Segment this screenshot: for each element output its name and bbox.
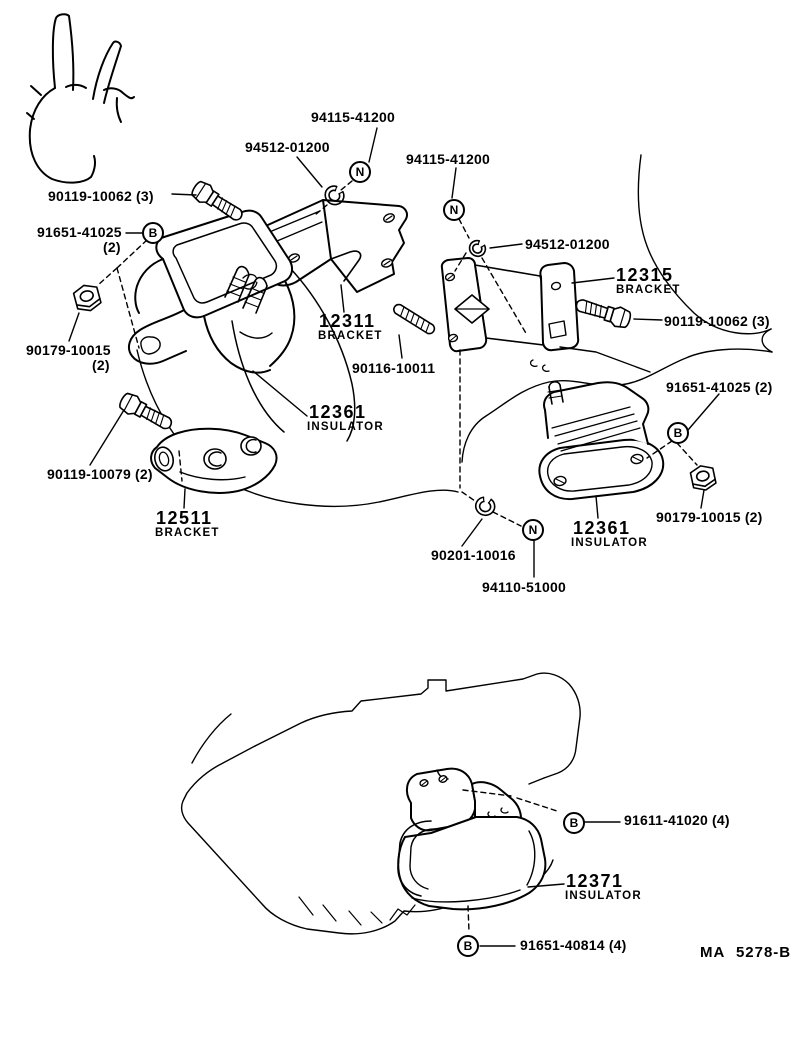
part-name-12361-left: INSULATOR bbox=[307, 421, 384, 433]
part-number-12311: 12311 bbox=[319, 311, 376, 331]
insulator-12361-right-drawing bbox=[539, 382, 663, 499]
part-label-90116-10011: 90116-10011 bbox=[352, 360, 436, 376]
nut-symbol-1: N bbox=[349, 161, 371, 183]
part-label-94512-01200-1: 94512-01200 bbox=[245, 139, 330, 155]
part-label-91651-40814: 91651-40814 (4) bbox=[520, 937, 627, 953]
part-label-94110-51000: 94110-51000 bbox=[482, 579, 566, 595]
bolt-symbol-2: B bbox=[667, 422, 689, 444]
part-label-94115-41200-2: 94115-41200 bbox=[406, 151, 490, 167]
part-label-91651-41025-2: 91651-41025 (2) bbox=[666, 379, 773, 395]
part-number-12361-right: 12361 bbox=[573, 518, 631, 538]
part-name-12371: INSULATOR bbox=[565, 890, 642, 902]
nut-symbol-2: N bbox=[443, 199, 465, 221]
bracket-12511-drawing bbox=[151, 429, 276, 493]
part-label-90119-10062-2: 90119-10062 (3) bbox=[664, 313, 770, 329]
nut-symbol-3: N bbox=[522, 519, 544, 541]
bracket-12315-drawing bbox=[442, 258, 650, 372]
leader-lines bbox=[69, 128, 719, 946]
insulator-12371-drawing bbox=[398, 769, 545, 910]
part-name-12361-right: INSULATOR bbox=[571, 537, 648, 549]
assembly-dashed-lines bbox=[98, 181, 697, 932]
bolt-symbol-3: B bbox=[563, 812, 585, 834]
part-number-12361-left: 12361 bbox=[309, 402, 367, 422]
part-label-90179-10015-2: 90179-10015 (2) bbox=[656, 509, 763, 525]
part-label-91611-41020: 91611-41020 (4) bbox=[624, 812, 730, 828]
part-name-12311: BRACKET bbox=[318, 330, 383, 342]
part-label-94512-01200-2: 94512-01200 bbox=[525, 236, 610, 252]
part-label-94115-41200-1: 94115-41200 bbox=[311, 109, 395, 125]
fan-icon bbox=[27, 14, 134, 182]
insulator-12361-left-drawing bbox=[129, 211, 355, 441]
bolt-symbol-4: B bbox=[457, 935, 479, 957]
part-label-90179-10015-1-qty: (2) bbox=[92, 357, 110, 373]
bolt-symbol-1: B bbox=[142, 222, 164, 244]
part-name-12315: BRACKET bbox=[616, 284, 681, 296]
part-number-12315: 12315 bbox=[616, 265, 674, 285]
part-label-90119-10079: 90119-10079 (2) bbox=[47, 466, 153, 482]
part-label-90201-10016: 90201-10016 bbox=[431, 547, 516, 563]
part-label-91651-41025-1: 91651-41025 bbox=[37, 224, 122, 240]
part-label-90179-10015-1: 90179-10015 bbox=[26, 342, 111, 358]
part-label-90119-10062-1: 90119-10062 (3) bbox=[48, 188, 154, 204]
part-name-12511: BRACKET bbox=[155, 527, 220, 539]
figure-code: MA 5278-B bbox=[700, 944, 792, 961]
part-label-91651-41025-1-qty: (2) bbox=[103, 239, 121, 255]
part-number-12511: 12511 bbox=[156, 508, 213, 528]
part-number-12371: 12371 bbox=[566, 871, 624, 891]
